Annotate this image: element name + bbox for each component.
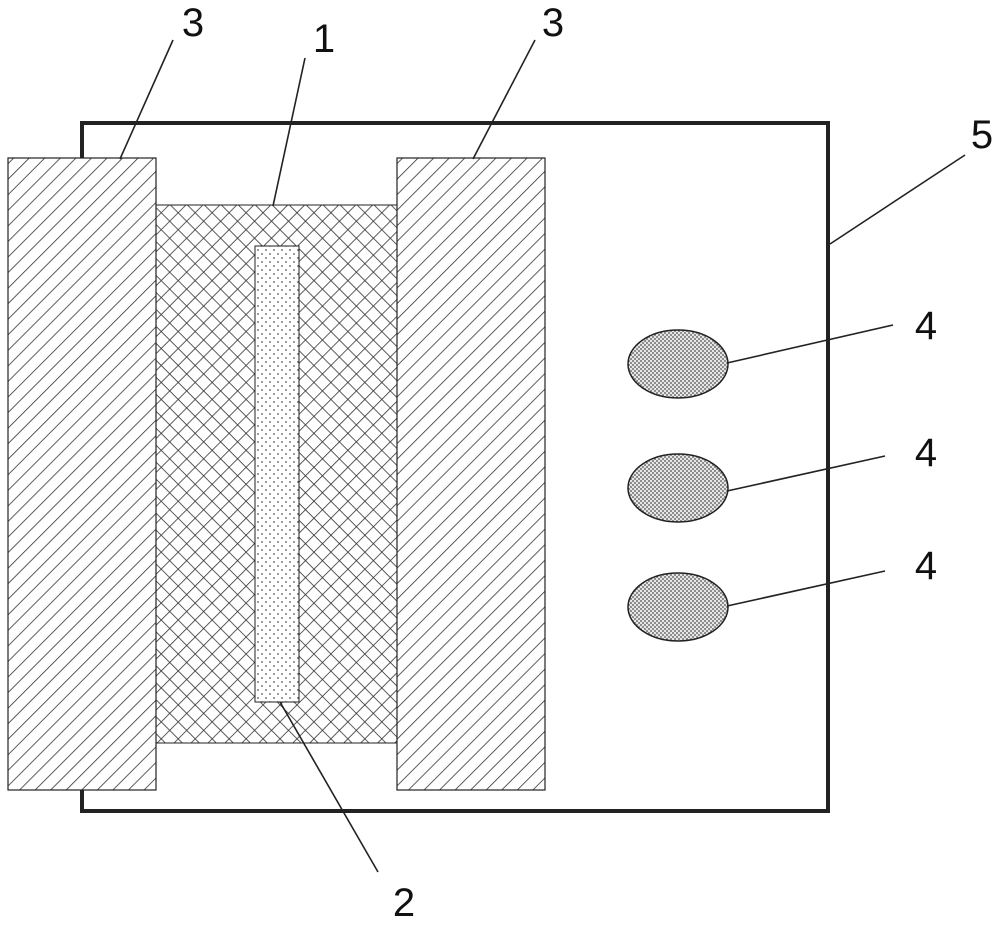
label-dot-bottom: 4 xyxy=(915,544,937,588)
leader-center-block xyxy=(273,58,305,206)
label-electrode-right: 3 xyxy=(542,1,564,45)
leader-electrode-right xyxy=(473,40,535,159)
leader-dot-bottom xyxy=(727,571,885,606)
dot-bottom xyxy=(628,573,728,641)
dot-middle xyxy=(628,454,728,522)
leader-dot-top xyxy=(727,325,893,363)
label-dot-middle: 4 xyxy=(915,431,937,475)
label-center-block: 1 xyxy=(313,17,335,61)
label-electrode-left: 3 xyxy=(182,1,204,45)
leader-electrode-left xyxy=(120,40,173,159)
label-enclosure: 5 xyxy=(971,113,993,157)
leader-dot-middle xyxy=(727,456,885,491)
label-dot-top: 4 xyxy=(915,304,937,348)
label-center-strip: 2 xyxy=(393,881,415,925)
electrode-right xyxy=(397,158,545,790)
center-strip xyxy=(255,246,299,702)
leader-enclosure xyxy=(830,155,965,244)
electrode-left xyxy=(8,158,156,790)
dot-top xyxy=(628,330,728,398)
